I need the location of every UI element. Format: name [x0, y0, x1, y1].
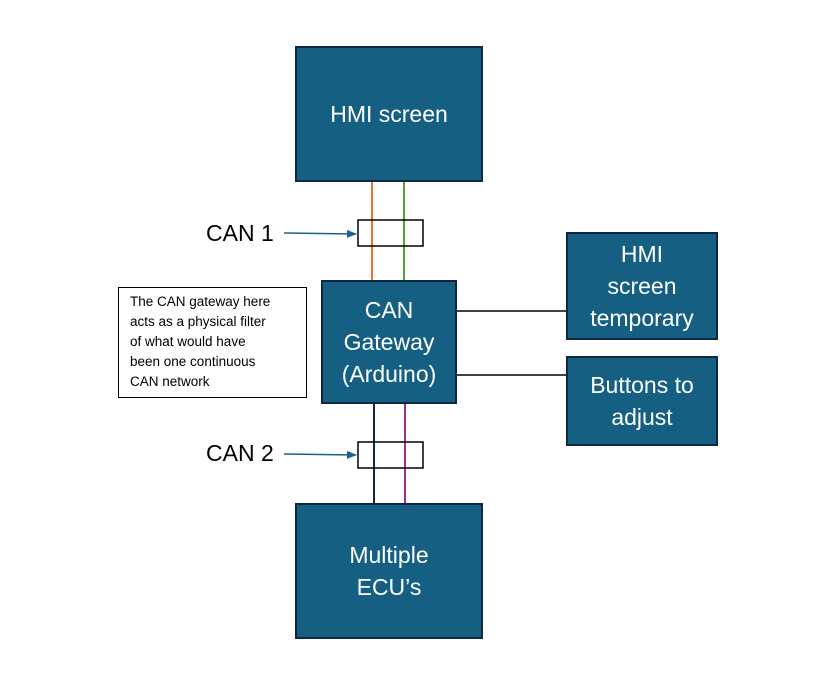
hmi-screen-box: HMI screen	[295, 46, 483, 182]
can-gateway-label-line-3: (Arduino)	[341, 361, 437, 387]
ecus-label-line-2: ECU’s	[356, 574, 422, 600]
can1-arrow	[283, 229, 357, 238]
buttons-label-line-1: Buttons to	[590, 372, 694, 398]
note-line-3: of what would have	[130, 334, 246, 349]
can2-arrow	[283, 450, 357, 459]
gateway-note: The CAN gateway here acts as a physical …	[118, 287, 307, 398]
note-line-1: The CAN gateway here	[130, 294, 271, 309]
ecus-label-line-1: Multiple	[349, 542, 429, 568]
buttons-to-adjust-box: Buttons to adjust	[566, 356, 718, 446]
can2-label: CAN 2	[206, 440, 274, 466]
hmi-screen-temporary-box: HMI screen temporary	[566, 232, 718, 340]
multiple-ecus-box: Multiple ECU’s	[295, 503, 483, 639]
note-line-2: acts as a physical filter	[130, 314, 266, 329]
note-line-4: been one continuous	[130, 354, 256, 369]
can1-connector	[357, 219, 424, 247]
hmi-screen-label: HMI screen	[330, 101, 448, 127]
hmi-temp-label-line-1: HMI	[620, 241, 664, 267]
note-line-5: CAN network	[130, 374, 210, 389]
can-gateway-box: CAN Gateway (Arduino)	[321, 280, 457, 404]
hmi-temp-label-line-2: screen	[607, 273, 677, 299]
buttons-label-line-2: adjust	[611, 404, 673, 430]
can-gateway-label-line-2: Gateway	[343, 329, 435, 355]
can1-label: CAN 1	[206, 220, 274, 246]
can2-connector	[357, 441, 424, 469]
can-gateway-label-line-1: CAN	[364, 297, 414, 323]
hmi-temp-label-line-3: temporary	[590, 305, 694, 331]
